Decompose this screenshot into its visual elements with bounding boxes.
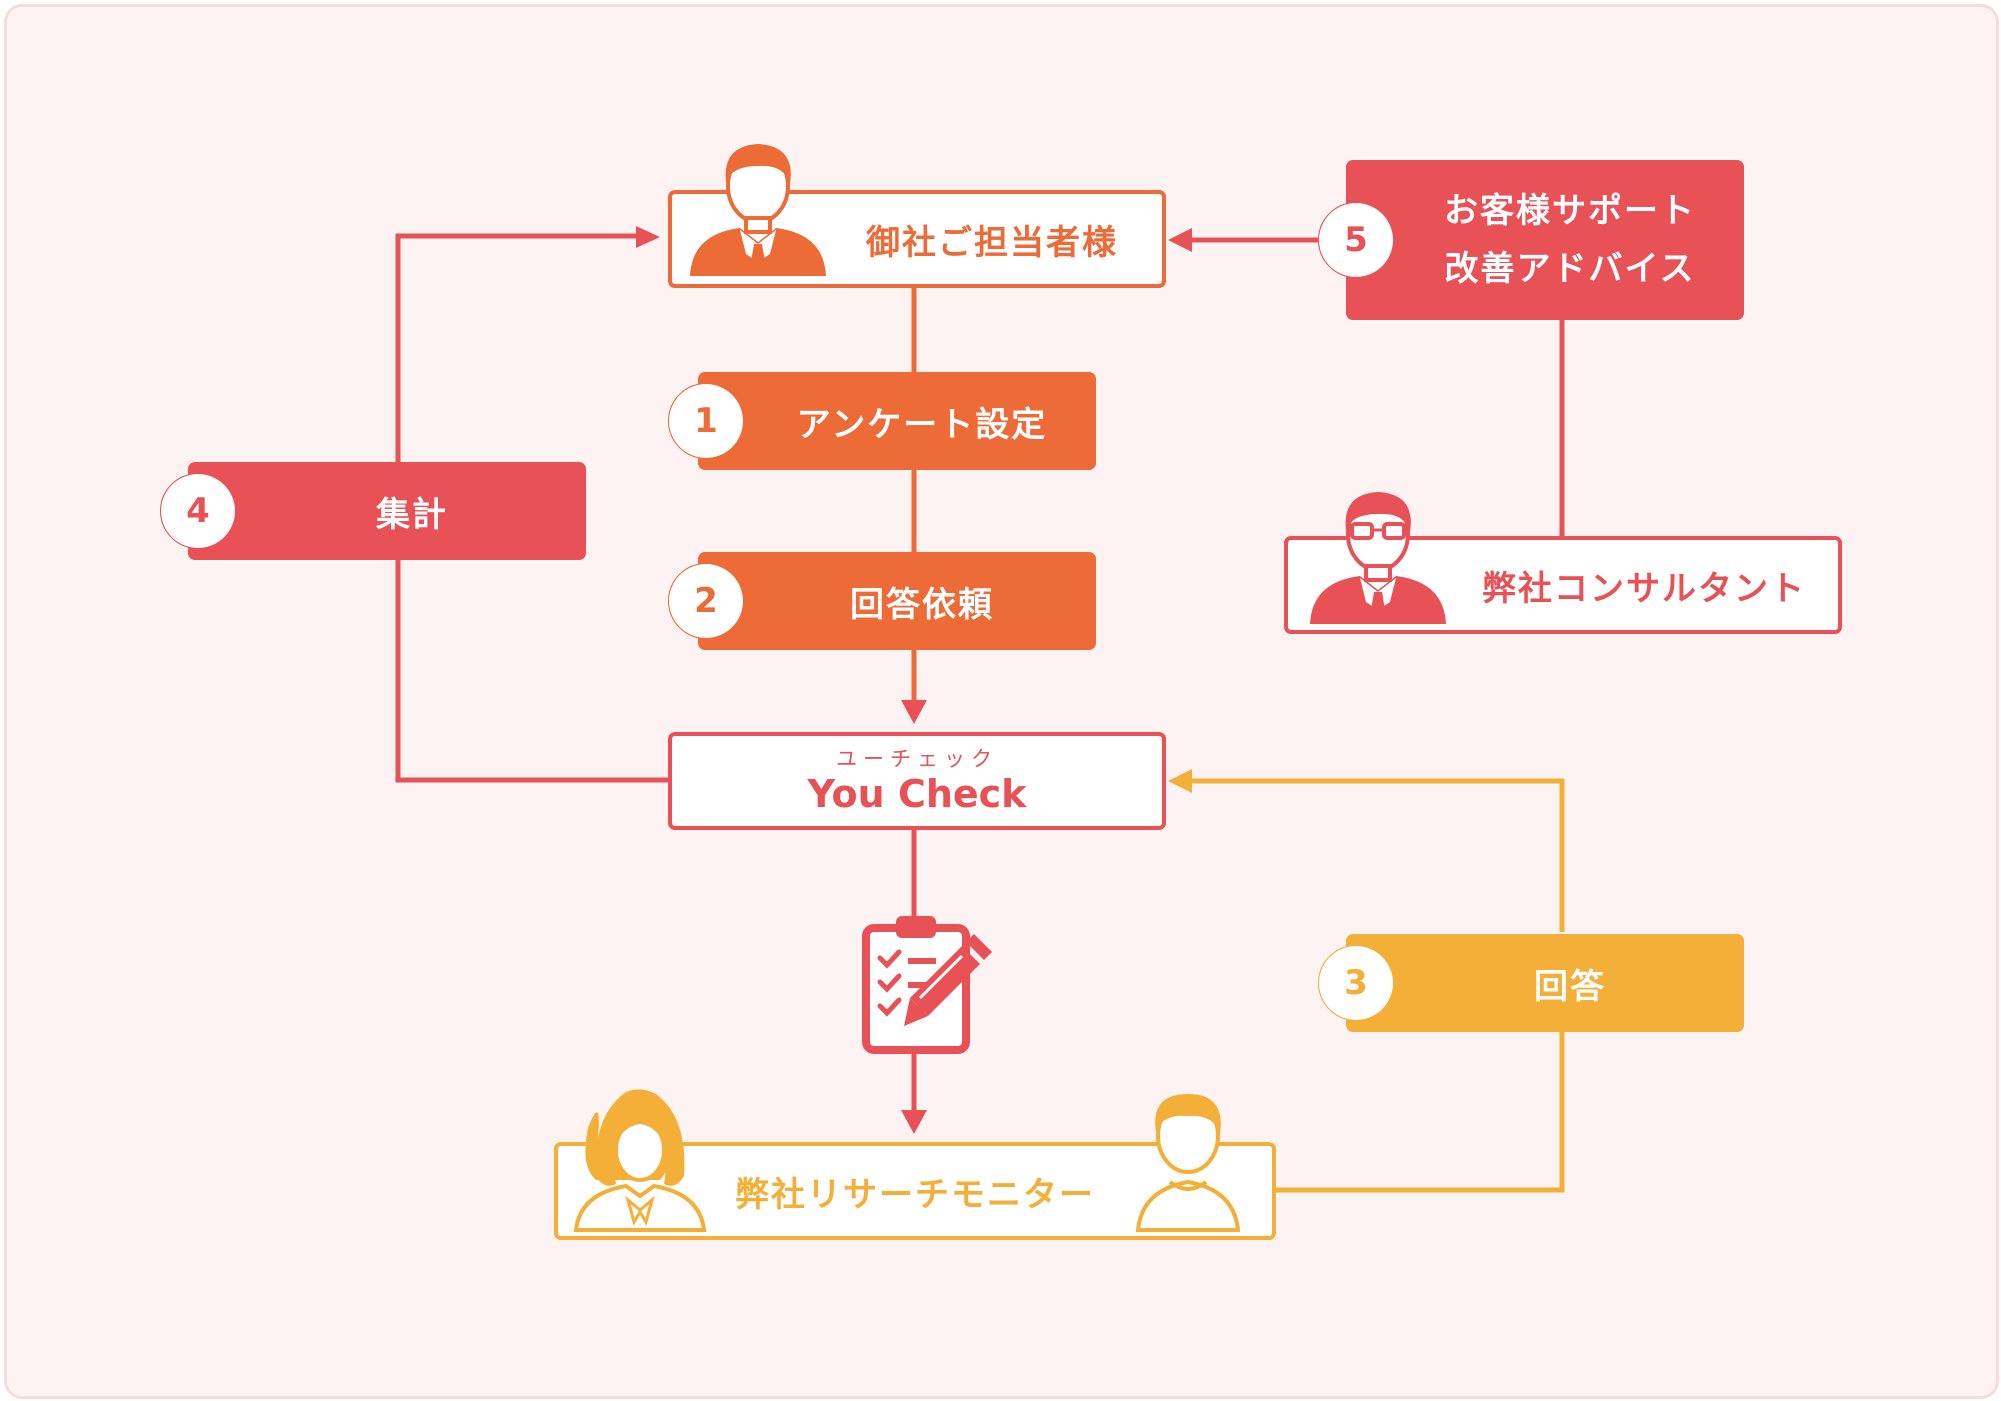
step4-number: 4 xyxy=(161,474,235,548)
monitors-box xyxy=(554,1142,1276,1240)
step5-label-line1: お客様サポート xyxy=(1444,191,1696,231)
businessman-icon xyxy=(690,144,826,276)
step2-number: 2 xyxy=(669,564,743,638)
consultant-with-glasses-icon xyxy=(1310,492,1446,624)
man-icon xyxy=(1135,1094,1241,1232)
step1-box xyxy=(698,372,1096,470)
monitors-label: 弊社リサーチモニター xyxy=(735,1174,1095,1215)
step2-box xyxy=(698,552,1096,650)
step3-label: 回答 xyxy=(1534,966,1606,1007)
connector-youcheck-to-step4 xyxy=(395,560,669,783)
client-label: 御社ご担当者様 xyxy=(866,222,1118,263)
step5-label: お客様サポート 改善アドバイス xyxy=(1396,160,1744,320)
arrowhead-step2-to-youcheck xyxy=(901,700,927,724)
step1-label: アンケート設定 xyxy=(796,404,1048,445)
step4-label: 集計 xyxy=(376,494,448,535)
connector-step4-to-client xyxy=(395,233,640,462)
youcheck-box xyxy=(668,732,1166,830)
arrowhead-to-monitors xyxy=(901,1110,927,1134)
connector-step3-to-youcheck xyxy=(1188,778,1565,932)
step5-number: 5 xyxy=(1319,203,1393,277)
step5-box xyxy=(1346,160,1744,320)
step1-number: 1 xyxy=(669,384,743,458)
step3-number: 3 xyxy=(1319,946,1393,1020)
youcheck-ruby: ユーチェック xyxy=(836,747,998,771)
step4-box xyxy=(188,462,586,560)
consultant-label: 弊社コンサルタント xyxy=(1482,568,1806,609)
arrowhead-to-client-right xyxy=(1168,228,1192,252)
clipboard-checklist-pen-icon xyxy=(862,916,992,1054)
youcheck-label: ユーチェック You Check xyxy=(670,734,1164,828)
step5-label-line2: 改善アドバイス xyxy=(1444,249,1696,289)
arrowhead-to-client-left xyxy=(636,226,660,248)
step2-label: 回答依頼 xyxy=(850,584,994,625)
connector-monitors-to-step3 xyxy=(1275,1032,1565,1193)
youcheck-name: You Check xyxy=(807,772,1027,816)
arrowhead-to-youcheck-right xyxy=(1168,769,1192,793)
step3-box xyxy=(1346,934,1744,1032)
woman-icon xyxy=(573,1089,707,1232)
